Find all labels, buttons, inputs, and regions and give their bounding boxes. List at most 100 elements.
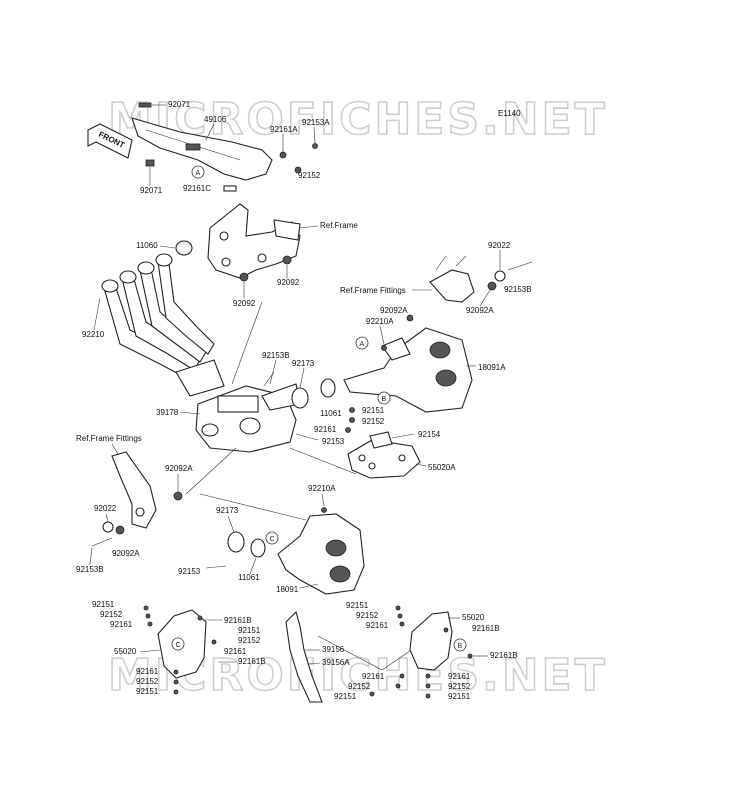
- label-92154: 92154: [418, 430, 441, 439]
- label-92092a-right1: 92092A: [380, 306, 408, 315]
- bushing-92092a-right: [487, 281, 497, 291]
- nut-bl-92151-c: [173, 689, 179, 695]
- washer-bl-92152-c: [173, 679, 179, 685]
- callout-a-top-text: A: [196, 170, 201, 177]
- nut-br-92151-c: [425, 693, 431, 699]
- label-39178: 39178: [156, 408, 179, 417]
- washer-br-92152-c: [425, 683, 431, 689]
- gasket-11061-bottom: [250, 538, 266, 558]
- link-line-5: [317, 635, 383, 671]
- label-bl-92151-b: 92151: [238, 626, 261, 635]
- label-92161c: 92161C: [183, 184, 211, 193]
- label-92210a-bottom: 92210A: [308, 484, 336, 493]
- grommet-92161-mid: [345, 427, 351, 433]
- diagram-code: E1140: [498, 109, 521, 118]
- frame-fittings-left: [111, 451, 157, 529]
- heat-cover-55020-right: [409, 611, 473, 671]
- label-bl-92161b-b: 92161B: [238, 657, 266, 666]
- label-br-55020: 55020: [462, 613, 485, 622]
- bolt-92210a-bottom: [321, 507, 327, 513]
- bolt-92153-bottom: [205, 565, 227, 569]
- label-92152-top: 92152: [298, 171, 321, 180]
- label-bl-92152-c: 92152: [136, 677, 159, 686]
- label-mid-39156: 39156: [322, 645, 345, 654]
- label-br-92161b-b: 92161B: [490, 651, 518, 660]
- link-line-3: [289, 447, 357, 475]
- callout-b-mid-text: B: [382, 396, 387, 403]
- muffler-18091a: [343, 327, 473, 413]
- heat-guard-49106: [131, 117, 273, 181]
- label-br-92161-c: 92161: [448, 672, 471, 681]
- gasket-11060: [175, 240, 193, 256]
- washer-92152-top: [294, 166, 302, 174]
- bolt-92153-mid: [295, 433, 319, 441]
- nut-92151-mid: [349, 407, 355, 413]
- label-92151-mid: 92151: [362, 406, 385, 415]
- washer-br-92152-b: [395, 683, 401, 689]
- nut-92161a: [279, 151, 287, 159]
- label-18091: 18091: [276, 585, 299, 594]
- label-11061-bottom: 11061: [238, 573, 260, 582]
- frame-bracket: [207, 203, 301, 279]
- washer-92152-mid: [349, 417, 355, 423]
- label-ref-frame-fittings-right[interactable]: Ref.Frame Fittings: [340, 286, 406, 295]
- label-br-92151-c: 92151: [448, 692, 471, 701]
- label-92153b-mid: 92153B: [262, 351, 290, 360]
- label-18091a: 18091A: [478, 363, 506, 372]
- label-92071-top: 92071: [168, 100, 191, 109]
- label-bl-92161-b: 92161: [224, 647, 247, 656]
- label-92152-mid: 92152: [362, 417, 385, 426]
- label-11061-top: 11061: [320, 409, 342, 418]
- bolt-92153b-right: [507, 261, 533, 271]
- label-br-92151-a: 92151: [346, 601, 369, 610]
- heat-cover-55020-left: [157, 609, 217, 679]
- callout-a-mid: [355, 336, 369, 350]
- grommet-br-92161-a: [399, 621, 405, 627]
- washer-br-92152-a: [397, 613, 403, 619]
- label-92153-bottom: 92153: [178, 567, 201, 576]
- washer-bl-92152-a: [145, 613, 151, 619]
- label-92173-top: 92173: [292, 359, 315, 368]
- label-92092a-left: 92092A: [165, 464, 193, 473]
- label-92173-bottom: 92173: [216, 506, 239, 515]
- link-line-2: [185, 447, 237, 495]
- label-ref-frame-fittings-left[interactable]: Ref.Frame Fittings: [76, 434, 142, 443]
- front-arrow-icon: FRONT: [87, 123, 133, 159]
- label-bl-92152-a: 92152: [100, 610, 123, 619]
- washer-92022-left: [102, 521, 114, 533]
- callout-b-mid: [377, 391, 391, 405]
- clamp-92173-top: [291, 387, 309, 409]
- callout-a-mid-text: A: [360, 341, 365, 348]
- label-bl-92151-c: 92151: [136, 687, 159, 696]
- exhaust-header-pipes: [101, 253, 225, 397]
- heat-shield-39156: [285, 610, 323, 703]
- label-49106: 49106: [204, 115, 227, 124]
- bushing-92092a-left: [173, 491, 183, 501]
- label-92071-bottom: 92071: [140, 186, 163, 195]
- bolt-92153b-left: [91, 537, 113, 547]
- bolt-92071-top: [138, 102, 152, 108]
- label-bl-92152-b: 92152: [238, 636, 261, 645]
- label-br-92152-b: 92152: [348, 682, 371, 691]
- label-bl-92151-a: 92151: [92, 600, 115, 609]
- label-br-92161-b: 92161: [362, 672, 385, 681]
- label-bl-55020: 55020: [114, 647, 137, 656]
- label-bl-92161-c: 92161: [136, 667, 159, 676]
- grommet-bl-92161-a: [147, 621, 153, 627]
- label-92210a-top: 92210A: [366, 317, 394, 326]
- label-11060: 11060: [136, 241, 158, 250]
- label-br-92151-b: 92151: [334, 692, 357, 701]
- label-br-92161b-a: 92161B: [472, 624, 500, 633]
- grommet-92161c: [223, 185, 237, 192]
- bushing-92092-left: [239, 272, 249, 282]
- grommet-br-92161-b: [399, 673, 405, 679]
- callout-c-left-text: C: [176, 642, 181, 649]
- callout-c-mid: [265, 531, 279, 545]
- clamp-92173-bottom: [227, 531, 245, 553]
- label-ref-frame[interactable]: Ref.Frame: [320, 221, 358, 230]
- label-mid-39156a: 39156A: [322, 658, 350, 667]
- label-92092-left: 92092: [233, 299, 256, 308]
- frame-fittings-right: [429, 255, 475, 303]
- muffler-18091: [277, 513, 365, 595]
- link-line-1: [231, 301, 263, 385]
